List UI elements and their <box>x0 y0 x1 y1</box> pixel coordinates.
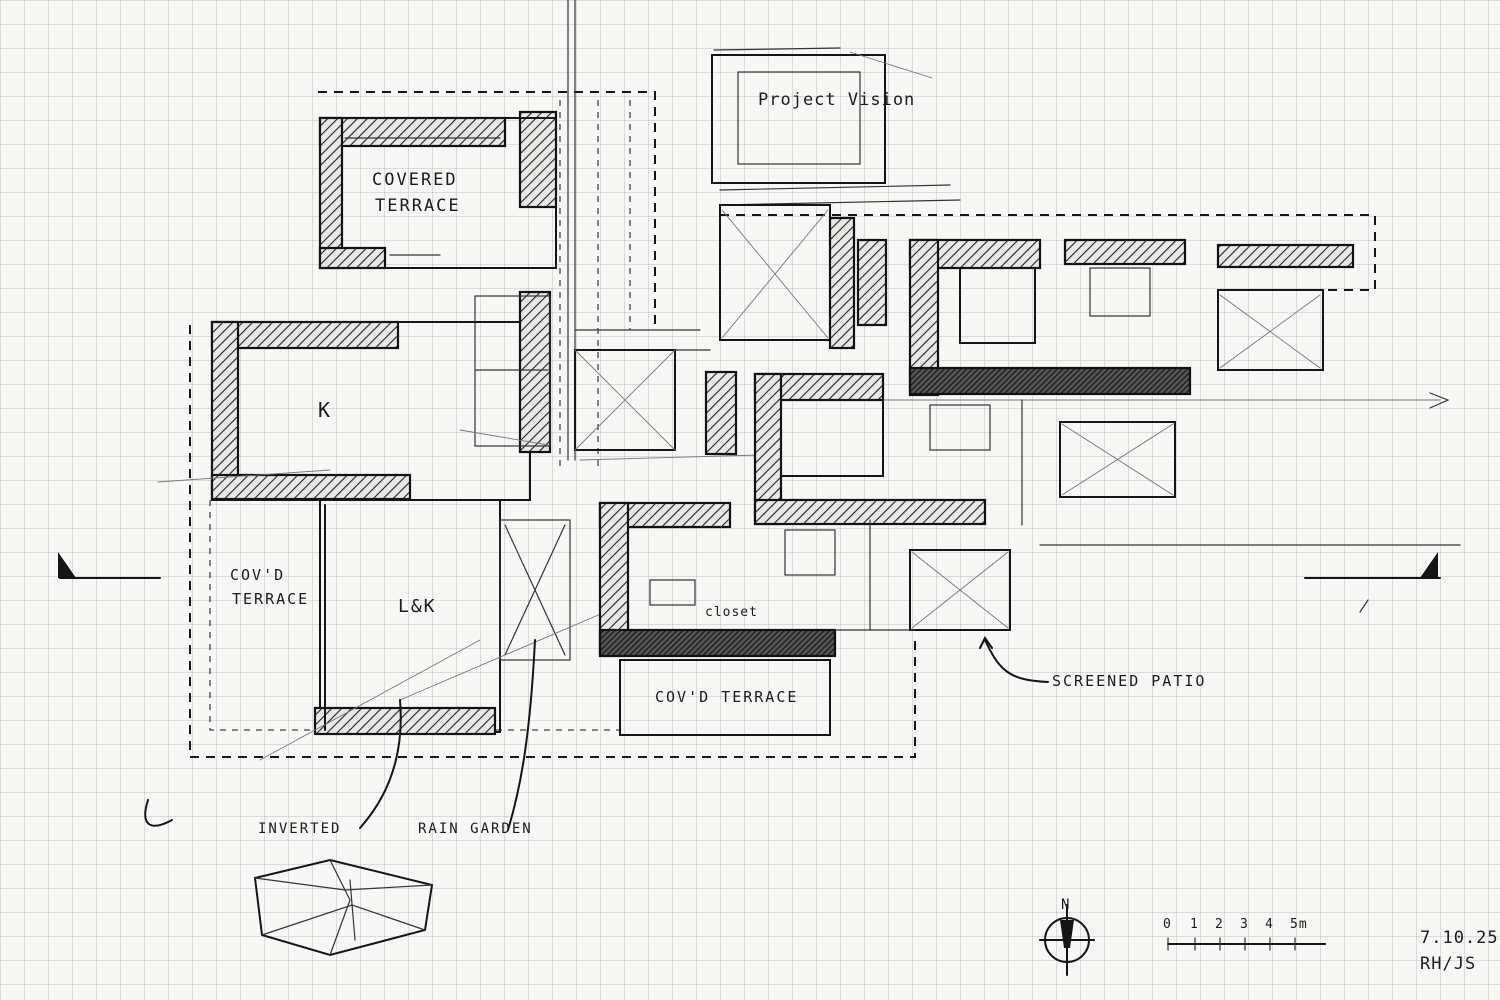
kitchen-block <box>210 290 552 501</box>
rain-garden-label: Rain Garden <box>418 821 533 837</box>
lounge-kitchen-label: L&K <box>398 596 437 617</box>
kitchen-label: K <box>318 398 333 422</box>
courtyard-block <box>753 372 1023 526</box>
sketch-initials: RH/JS <box>1420 954 1477 974</box>
bedroom-wing <box>598 501 916 736</box>
check-mark <box>144 799 173 827</box>
section-markers <box>58 552 1441 613</box>
north-arrow-icon <box>1039 904 1095 976</box>
circulation-lines <box>567 0 1461 546</box>
scale-bar-ticks: 0 1 2 3 4 5m <box>1160 918 1350 936</box>
inverted-roof-sketch <box>253 858 434 957</box>
covered-terrace-label-line1: Covered <box>372 170 458 190</box>
living-block <box>157 469 611 761</box>
sketch-date: 7.10.25 <box>1420 928 1499 948</box>
covd-terrace-left-line1: Cov'd <box>230 566 286 584</box>
patios <box>909 421 1176 631</box>
scale-tick-3: 3 <box>1240 917 1250 932</box>
covd-terrace-bottom-label: Cov'd Terrace <box>655 688 799 706</box>
inverted-label: Inverted <box>258 821 342 837</box>
roof-outline <box>189 91 1376 758</box>
scale-tick-0: 0 <box>1163 917 1173 932</box>
scale-tick-4: 4 <box>1265 917 1275 932</box>
scale-bar <box>1167 937 1326 951</box>
project-vision-box <box>711 47 933 184</box>
screened-patio-label: Screened Patio <box>1052 672 1207 690</box>
leader-lines <box>359 636 1049 831</box>
north-label: N <box>1061 897 1072 913</box>
scale-tick-2: 2 <box>1215 917 1225 932</box>
covered-terrace-label-line2: Terrace <box>375 196 461 216</box>
project-vision-label: Project Vision <box>758 90 916 110</box>
covd-terrace-left-line2: Terrace <box>232 590 310 608</box>
covered-terrace-block <box>318 110 558 270</box>
central-court <box>574 349 738 456</box>
closet-label: closet <box>705 605 758 620</box>
east-wing <box>719 204 1355 397</box>
scale-tick-5m: 5m <box>1290 917 1308 932</box>
scale-tick-1: 1 <box>1190 917 1200 932</box>
